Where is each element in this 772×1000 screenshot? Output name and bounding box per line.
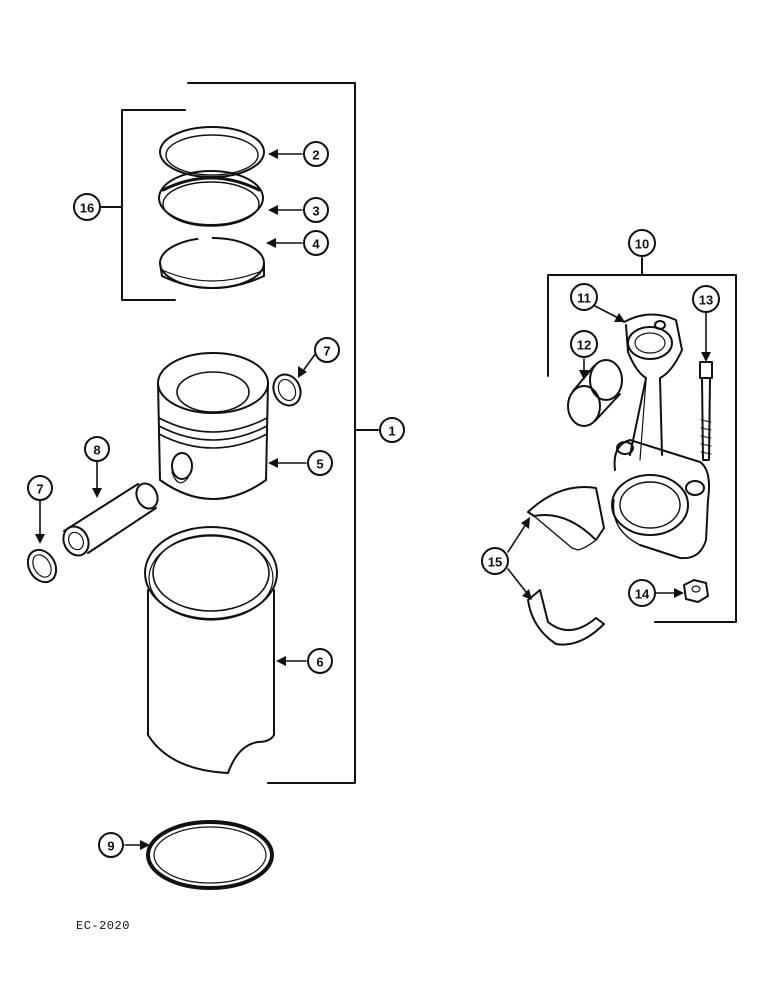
connecting-rod <box>611 313 710 560</box>
callout-9-label: 9 <box>107 839 114 854</box>
callout-4-label: 4 <box>312 237 320 252</box>
rod-bolt <box>699 361 713 461</box>
callout-16-label: 16 <box>80 201 94 216</box>
callout-13-circle <box>692 285 720 313</box>
callout-14-label: 14 <box>635 587 650 602</box>
callout-7b-label: 7 <box>36 482 43 497</box>
callout-11-circle <box>570 283 598 311</box>
callout-7a-circle <box>314 337 340 363</box>
bracket-16 <box>99 109 186 301</box>
callout-8-label: 8 <box>93 443 100 458</box>
rod-nut <box>683 579 709 603</box>
piston <box>157 352 269 500</box>
callout-10-circle <box>628 229 656 257</box>
bearing-shell-lower <box>527 589 605 646</box>
circlip-lower <box>26 548 58 584</box>
o-ring <box>146 820 274 890</box>
drawing-code: EC-2020 <box>76 919 130 933</box>
callout-6-circle <box>307 648 333 674</box>
callout-15-circle <box>481 547 509 575</box>
callout-3-label: 3 <box>312 204 319 219</box>
callout-7a-label: 7 <box>323 344 330 359</box>
callout-1-label: 1 <box>388 424 395 439</box>
piston-ring-oil <box>159 236 265 289</box>
callout-9-circle <box>98 832 124 858</box>
callout-6-label: 6 <box>316 655 323 670</box>
callout-15-label: 15 <box>488 555 502 570</box>
piston-ring-middle <box>158 170 264 227</box>
callout-1-circle <box>379 417 405 443</box>
cylinder-liner <box>144 526 278 774</box>
bearing-shell-upper <box>527 486 605 551</box>
callout-8-circle <box>84 436 110 462</box>
callout-2-label: 2 <box>312 148 319 163</box>
bracket-10 <box>547 257 737 623</box>
callout-10-label: 10 <box>635 237 649 252</box>
piston-pin <box>62 482 159 557</box>
callout-12-circle <box>570 330 598 358</box>
callout-3-circle <box>303 197 329 223</box>
circlip-upper <box>272 373 302 407</box>
bracket-1 <box>187 82 379 784</box>
leader-lines <box>39 153 707 846</box>
piston-ring-top <box>159 126 265 178</box>
callout-5-circle <box>307 450 333 476</box>
callout-7b-circle <box>27 475 53 501</box>
arrowheads <box>35 149 711 850</box>
callout-4-circle <box>303 230 329 256</box>
small-end-bush <box>567 359 623 427</box>
callout-16-circle <box>73 193 101 221</box>
callout-11-label: 11 <box>577 291 591 306</box>
callout-14-circle <box>628 579 656 607</box>
callout-2-circle <box>303 141 329 167</box>
callout-12-label: 12 <box>577 338 591 353</box>
callout-5-label: 5 <box>316 457 323 472</box>
callout-13-label: 13 <box>699 293 713 308</box>
